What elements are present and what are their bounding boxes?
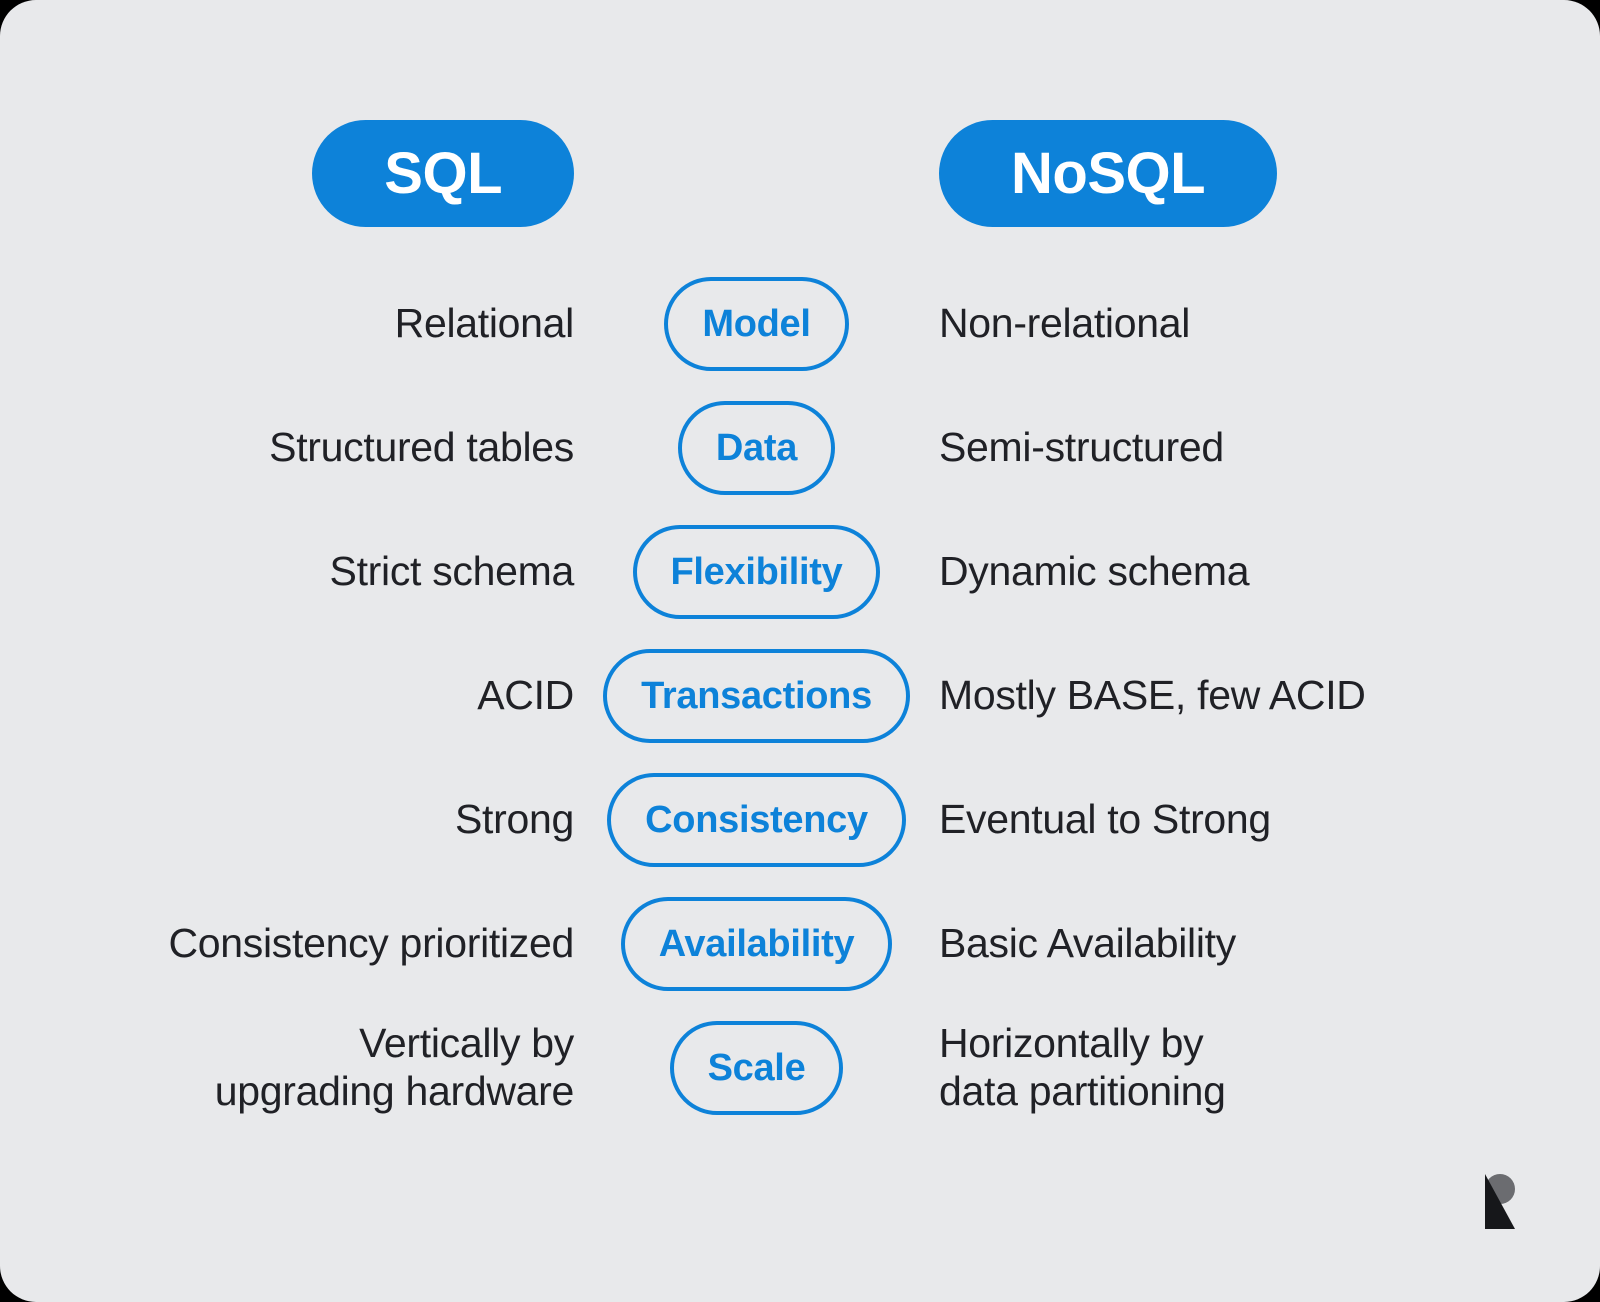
attribute-pill: Scale xyxy=(669,1021,844,1115)
comparison-row-scale: Vertically by upgrading hardware Scale H… xyxy=(0,1006,1600,1130)
attribute-pill: Transactions xyxy=(603,649,910,743)
nosql-value: Non-relational xyxy=(939,300,1191,347)
nosql-value: Horizontally by data partitioning xyxy=(939,1020,1226,1114)
sql-value: Vertically by upgrading hardware xyxy=(214,1020,575,1114)
sql-value: ACID xyxy=(477,672,574,719)
comparison-row-flexibility: Strict schema Flexibility Dynamic schema xyxy=(0,510,1600,634)
sql-value: Consistency prioritized xyxy=(168,920,574,967)
sql-value: Strong xyxy=(455,796,574,843)
comparison-row-transactions: ACID Transactions Mostly BASE, few ACID xyxy=(0,634,1600,758)
nosql-value: Eventual to Strong xyxy=(939,796,1271,843)
sql-value: Relational xyxy=(394,300,575,347)
sql-header-pill: SQL xyxy=(312,120,574,227)
nosql-value: Mostly BASE, few ACID xyxy=(939,672,1366,719)
nosql-value: Semi-structured xyxy=(939,424,1224,471)
r-logo-icon xyxy=(1485,1174,1515,1229)
nosql-header-pill: NoSQL xyxy=(939,120,1278,227)
comparison-row-availability: Consistency prioritized Availability Bas… xyxy=(0,882,1600,1006)
comparison-row-consistency: Strong Consistency Eventual to Strong xyxy=(0,758,1600,882)
attribute-pill: Availability xyxy=(620,897,893,991)
attribute-pill: Data xyxy=(677,401,836,495)
sql-value: Structured tables xyxy=(269,424,574,471)
nosql-value: Basic Availability xyxy=(939,920,1236,967)
sql-nosql-comparison: SQL NoSQL Relational Model Non-relationa… xyxy=(0,120,1600,1130)
attribute-pill: Consistency xyxy=(607,773,906,867)
comparison-row-model: Relational Model Non-relational xyxy=(0,262,1600,386)
nosql-value: Dynamic schema xyxy=(939,548,1250,595)
sql-value: Strict schema xyxy=(329,548,575,595)
attribute-pill: Model xyxy=(664,277,849,371)
comparison-row-data: Structured tables Data Semi-structured xyxy=(0,386,1600,510)
header-row: SQL NoSQL xyxy=(0,120,1600,227)
attribute-pill: Flexibility xyxy=(632,525,881,619)
